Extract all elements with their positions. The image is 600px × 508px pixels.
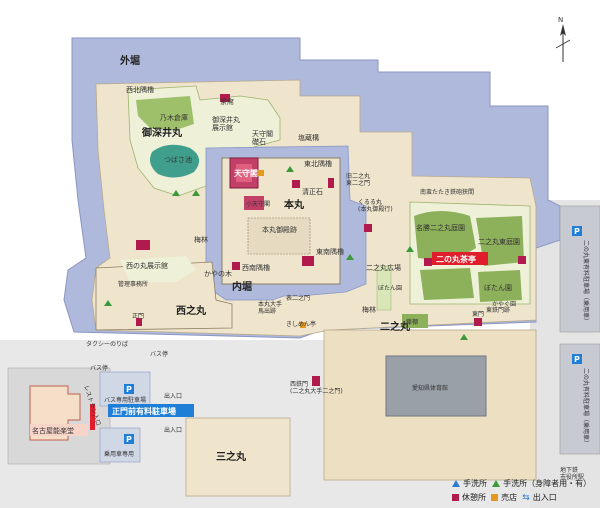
label-kururuma-shuttle: くるる丸(本丸御殿行) [358,198,393,213]
label-ninomaru-chatei: 二の丸茶亭 [436,254,476,264]
label-tsubasaike: つばさ池 [164,155,192,164]
seimon-parking-box [108,404,194,417]
zone-nishinomaru: 西之丸 [176,304,207,317]
car-parking-area [99,427,141,463]
label-kanri-jimusho: 管理事務所 [118,280,148,288]
label-car-parking: 乗用車専用 [104,450,134,458]
label-chasitsu: 茶席 [220,97,234,106]
label-seimon-parking: 正門前有料駐車場 [112,406,176,416]
parking-icons [124,226,582,444]
rest-area-markers [136,94,526,386]
legend-row-2: 休憩所 売店 ⇆出入口 [452,492,591,503]
accessible-restroom-icon [492,480,501,487]
gym-building [385,355,487,417]
label-entry1: 出入口 [164,392,182,400]
honmaru-goten [247,217,311,255]
label-tenshukaku: 天守閣 [234,168,258,178]
label-baibayashi: 梅林 [194,235,208,244]
label-bus-parking: バス専用駐車場 [104,396,146,404]
label-kaya-no-ki: かやの木 [204,269,232,278]
meisho-garden-lawn [414,211,476,262]
zone-ninomaru: 二之丸 [380,320,411,333]
botan-en2-lawn [478,270,522,302]
label-kaya-no-ki2: かやぐ園 [492,300,516,308]
nohgakudo-label-box [30,424,88,436]
east-parking-strip [559,205,600,333]
parking-p-1: P [126,385,132,394]
botan-en-strip [376,265,392,311]
zone-honmaru: 本丸 [284,198,305,211]
restaurant-entrance-mark [90,404,95,430]
shop-icon [491,494,499,501]
label-entry2: 出入口 [164,426,182,434]
fujidana-area [402,314,428,328]
north-label: N [558,16,563,24]
label-nogi-soko: 乃木倉庫 [160,113,188,122]
label-nohgakudo: 名古屋能楽堂 [32,426,74,435]
label-baibayashi2: 梅林 [362,305,376,314]
botan-en-lawn [420,268,474,300]
ninomaru-chatei-box [432,252,488,265]
label-honmaru-otemon: 本丸大手馬出跡 [258,300,282,315]
label-subway: 地下鉄市役所駅 [560,466,584,481]
label-bus-stop2: バス停 [90,364,108,372]
label-meisho-garden: 名勝二之丸庭園 [416,223,465,232]
label-higashi-tetsumon: 東鉄門跡 [486,306,510,314]
legend-shop: 売店 [501,493,518,502]
label-botan-en2: ぼたん園 [484,284,512,292]
legend-row-1: 手洗所 手洗所（身障者用・有） [452,478,591,489]
label-tenshukaku-ishizue: 天守閣礎石 [252,129,273,146]
label-ninomaru-east-garden: 二之丸東庭園 [478,237,520,246]
label-ninomaru-tenjikan: 西の丸展示館 [126,261,168,270]
label-higashi-ninomon: 旧二之丸東二之門 [346,172,370,187]
label-fujidana: 藤棚 [406,318,418,326]
restroom-accessible-markers [104,166,468,340]
rest-area-icon [452,494,459,501]
legend-restroom: 手洗所 [463,479,487,488]
label-kishimen-tei: きしめん亭 [286,320,316,328]
parking-p-4: P [574,355,580,364]
label-ninomaru-parking: 二の丸有料駐車場（乗用車） [582,368,590,446]
label-ofukei-tenjikan: 御深井丸展示館 [212,115,240,132]
label-aichi-gym: 愛知県体育館 [412,384,448,392]
label-seimon: 正門 [132,313,144,320]
north-arrow [555,24,571,62]
ofukei-maru-lawn [136,96,194,130]
label-shiohi-yagura: 塩蔵構 [298,133,319,142]
label-seihoku-sumiyagura: 西北隅櫓 [126,85,154,94]
legend-rest-area: 休憩所 [462,493,486,502]
label-tomon: 東門 [472,310,484,318]
legend: 手洗所 手洗所（身障者用・有） 休憩所 売店 ⇆出入口 [452,478,591,503]
zone-naibori: 内堀 [232,280,252,293]
label-taxi: タクシーのりば [86,340,128,348]
label-bus-stop: バス停 [150,350,168,358]
legend-entrance: 出入口 [532,493,557,502]
label-seinan-sumiyagura: 西南隅櫓 [242,263,270,272]
entrance-icon: ⇆ [522,493,530,503]
label-ninomaru-hiroba: 二之丸広場 [366,263,401,272]
label-ninomaru-east-parking: 二の丸東有料駐車場（乗用車） [582,240,590,324]
tsubasaike-pond [150,144,200,178]
parking-p-2: P [126,435,132,444]
zone-sannomaru: 三之丸 [216,450,247,463]
label-omote-ninomon: 表二之門 [286,294,310,302]
label-nishi-tetsumon: 西鉄門(二之丸大手二之門) [290,380,343,395]
kotenshu-block [244,196,264,210]
label-botan-en: ぼたん園 [378,285,402,292]
nishinomaru-lawn [120,256,196,282]
label-minami-sekai: 南蛮たたき鉄砲狭間 [420,188,474,196]
shop-markers [258,170,306,328]
legend-restroom-accessible: 手洗所（身障者用・有） [503,479,592,488]
label-honmaru-goten: 本丸御殿跡 [262,225,297,234]
restroom-icon [452,480,460,487]
label-kiyomasa-ishi: 清正石 [302,187,323,196]
label-tonan-sumiyagura: 東南隅櫓 [316,247,344,256]
label-kotenshu: 小天守閣 [246,200,270,208]
zone-ofukei-maru: 御深井丸 [141,126,183,139]
sannomaru-area [185,417,291,497]
label-tohoku-sumiyagura: 東北隅櫓 [304,159,332,168]
zone-sotobori: 外堀 [119,54,140,67]
parking-p-3: P [574,227,580,236]
